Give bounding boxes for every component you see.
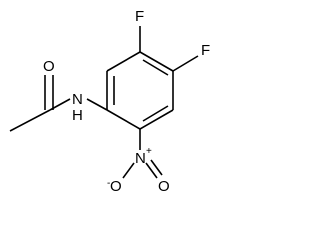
nitro-plus-charge: + [146,146,152,157]
bond-c5-nh [86,98,108,111]
ring-bond-c1-c2 [139,51,174,72]
bond-n-o-double-a [145,162,158,179]
nitro-oxygen-single-label: O [110,178,122,195]
bond-n-o-single [122,162,135,179]
ring-bond-c6-c1 [106,51,141,72]
carbonyl-oxygen-label: O [43,58,55,75]
ring-bond-c1-c2-inner [142,59,169,76]
ring-bond-c3-c4-inner [142,105,169,122]
nitro-oxygen-minus-charge: - [107,178,110,189]
fluorine-right-label: F [201,42,210,59]
ring-bond-c4-c5 [106,109,141,130]
amide-nitrogen-label: N [72,91,83,108]
amide-hydrogen-label: H [72,107,83,124]
benzene-ring [106,51,174,130]
nitro-oxygen-double-label: O [158,178,170,195]
structure-diagram: F F N H O N + O - O [9,8,210,195]
ring-bond-c3-c4 [139,109,174,130]
bond-n-o-double-b [150,159,163,176]
nitro-nitrogen-label: N [135,150,146,167]
bond-carbonyl-methyl [9,109,51,132]
bond-c2-f [172,55,199,72]
fluorine-top-label: F [135,8,144,25]
